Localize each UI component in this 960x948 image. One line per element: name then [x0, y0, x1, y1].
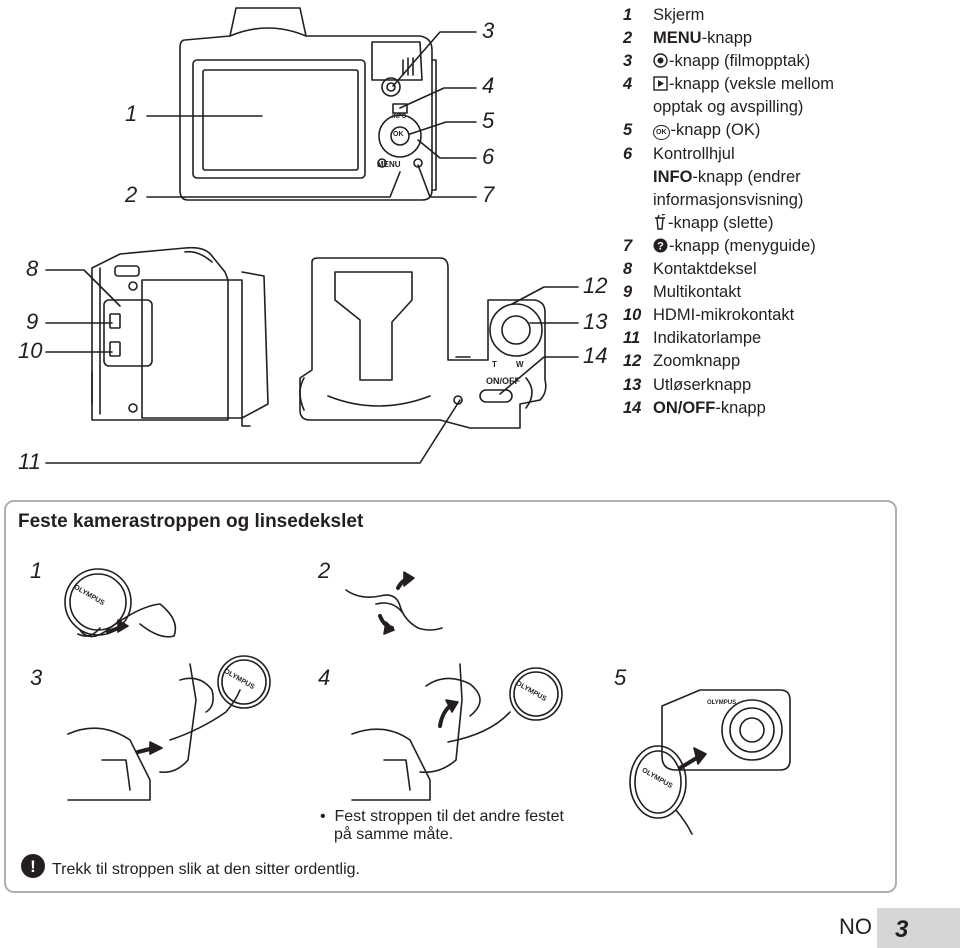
section-title: Feste kamerastroppen og linsedekslet	[18, 511, 364, 532]
note-bullet: •	[320, 808, 326, 825]
callout-1: 1	[125, 101, 138, 126]
ok-icon: OK	[653, 125, 670, 141]
footer-language: NO	[839, 914, 872, 939]
camera-back-drawing	[179, 7, 437, 201]
camera-side-drawing	[91, 246, 269, 427]
callout-2: 2	[125, 182, 138, 207]
legend-row: 7?-knapp (menyguide)	[623, 236, 816, 255]
callout-4: 4	[482, 73, 495, 98]
ok-button-label: OK	[393, 131, 404, 138]
movie-record-icon	[653, 53, 668, 68]
callout-7: 7	[482, 182, 495, 207]
step-note: • Fest stroppen til det andre festet på …	[320, 808, 564, 844]
callout-5: 5	[482, 108, 495, 133]
step-number-4: 4	[318, 665, 331, 690]
svg-text:?: ?	[657, 240, 664, 252]
menu-icon: MENU	[653, 29, 702, 48]
info-icon: INFO	[653, 167, 693, 186]
callout-10: 10	[18, 338, 43, 363]
warning-icon: !	[21, 854, 45, 878]
callout-9: 9	[26, 309, 39, 334]
help-icon: ?	[653, 238, 668, 253]
step-number-2: 2	[318, 558, 331, 583]
step4-drawing	[351, 663, 563, 801]
legend-row: informasjonsvisning)	[653, 190, 804, 209]
callout-lines-top	[45, 286, 579, 464]
callout-12: 12	[583, 273, 608, 298]
playback-icon	[653, 76, 668, 91]
warning-text: Trekk til stroppen slik at den sitter or…	[52, 861, 360, 878]
step2-drawing	[345, 571, 443, 635]
legend-row: INFO-knapp (endrer	[653, 167, 801, 186]
camera-top-drawing	[299, 257, 547, 429]
callout-lines-back	[146, 31, 477, 198]
zoom-t-label: T	[492, 360, 497, 369]
step-number-3: 3	[30, 665, 43, 690]
on-off-label: ON/OFF	[486, 376, 520, 386]
legend-row: 3-knapp (filmopptak)	[623, 52, 811, 71]
step1-drawing	[64, 568, 177, 638]
zoom-w-label: W	[516, 360, 524, 369]
step-number-1: 1	[30, 558, 43, 583]
callout-lines-side	[45, 269, 121, 353]
legend-row: 4-knapp (veksle mellom	[623, 75, 835, 94]
trash-icon	[655, 213, 666, 230]
callout-11: 11	[18, 449, 41, 474]
note-line-2: på samme måte.	[334, 826, 454, 843]
step-number-5: 5	[614, 665, 627, 690]
callout-3: 3	[482, 18, 495, 43]
legend-row: -knapp (slette)	[623, 212, 953, 235]
strap-section-box	[4, 500, 897, 893]
note-line-1: Fest stroppen til det andre festet	[334, 808, 564, 825]
step3-drawing	[67, 655, 271, 801]
callout-14: 14	[583, 343, 608, 368]
step5-drawing	[629, 689, 791, 835]
camera-brand: OLYMPUS	[707, 700, 737, 706]
callout-6: 6	[482, 144, 495, 169]
callout-13: 13	[583, 309, 608, 334]
menu-button-label: MENU	[377, 160, 401, 169]
legend-row: opptak og avspilling)	[653, 98, 804, 117]
footer-page-number: 3	[877, 908, 960, 948]
svg-text:!: !	[30, 857, 36, 876]
on-off-icon: ON/OFF	[653, 398, 716, 417]
callout-8: 8	[26, 256, 39, 281]
info-button-label: INFO	[392, 114, 407, 120]
